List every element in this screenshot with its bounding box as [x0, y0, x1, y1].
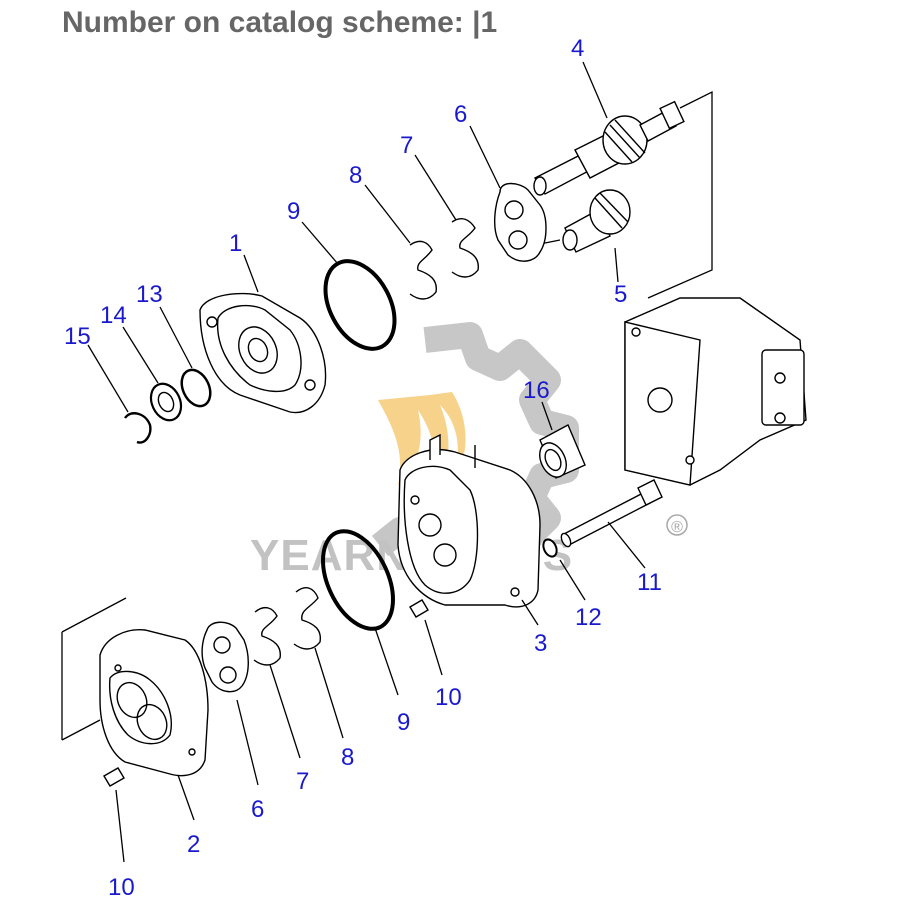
part-10-upper-dowel — [409, 599, 429, 618]
callout-labels: 4 6 7 8 9 1 13 14 15 5 16 11 12 3 10 9 8… — [64, 35, 662, 900]
part-6-upper-plate — [493, 182, 547, 262]
part-3-pump-body — [397, 433, 541, 608]
callout-7-lower: 7 — [296, 768, 309, 795]
part-15-snap-ring — [123, 412, 152, 444]
part-8-lower-clip — [293, 587, 322, 650]
callout-3: 3 — [534, 630, 547, 657]
callout-12: 12 — [575, 604, 602, 631]
callout-16: 16 — [523, 377, 550, 404]
part-2-gear-housing — [99, 629, 209, 777]
callout-6-upper: 6 — [454, 101, 467, 128]
callout-15: 15 — [64, 323, 91, 350]
callout-9-lower: 9 — [397, 709, 410, 736]
callout-13: 13 — [136, 281, 163, 308]
callout-9-upper: 9 — [287, 198, 300, 225]
part-4-drive-shaft — [533, 100, 685, 196]
part-9-upper-oring — [323, 259, 397, 351]
callout-6-lower: 6 — [251, 796, 264, 823]
callout-2: 2 — [187, 831, 200, 858]
callout-10-lower: 10 — [108, 874, 135, 900]
callout-7-upper: 7 — [400, 132, 413, 159]
part-5-driven-shaft — [562, 189, 631, 253]
part-7-upper-clip — [451, 218, 479, 278]
callout-14: 14 — [100, 302, 127, 329]
lower-bracket-line — [61, 597, 127, 741]
part-11-bolt — [560, 479, 663, 548]
registered-mark: ® — [671, 519, 683, 536]
callout-8-upper: 8 — [349, 162, 362, 189]
callout-10-upper: 10 — [435, 684, 462, 711]
part-13-seal — [180, 368, 212, 408]
callout-5: 5 — [614, 281, 627, 308]
part-1-front-cover — [199, 292, 327, 414]
page-title: Number on catalog scheme: |1 — [62, 6, 498, 39]
callout-8-lower: 8 — [341, 744, 354, 771]
part-16-bushing — [539, 424, 586, 479]
part-7-lower-clip — [253, 606, 281, 666]
part-12-washer — [542, 538, 558, 558]
callout-4: 4 — [571, 35, 584, 62]
part-14-bearing — [149, 382, 183, 422]
registered-mark-circle — [666, 514, 688, 536]
callout-11: 11 — [637, 569, 662, 596]
part-6-lower-plate — [201, 621, 249, 693]
part-9-lower-oring — [321, 529, 395, 631]
callout-1: 1 — [229, 230, 242, 257]
part-8-upper-clip — [409, 240, 437, 300]
part-10-lower-dowel — [103, 767, 125, 787]
leader-lines — [87, 61, 646, 863]
right-pump-housing — [624, 297, 807, 486]
shaft-bracket-line — [647, 90, 713, 299]
